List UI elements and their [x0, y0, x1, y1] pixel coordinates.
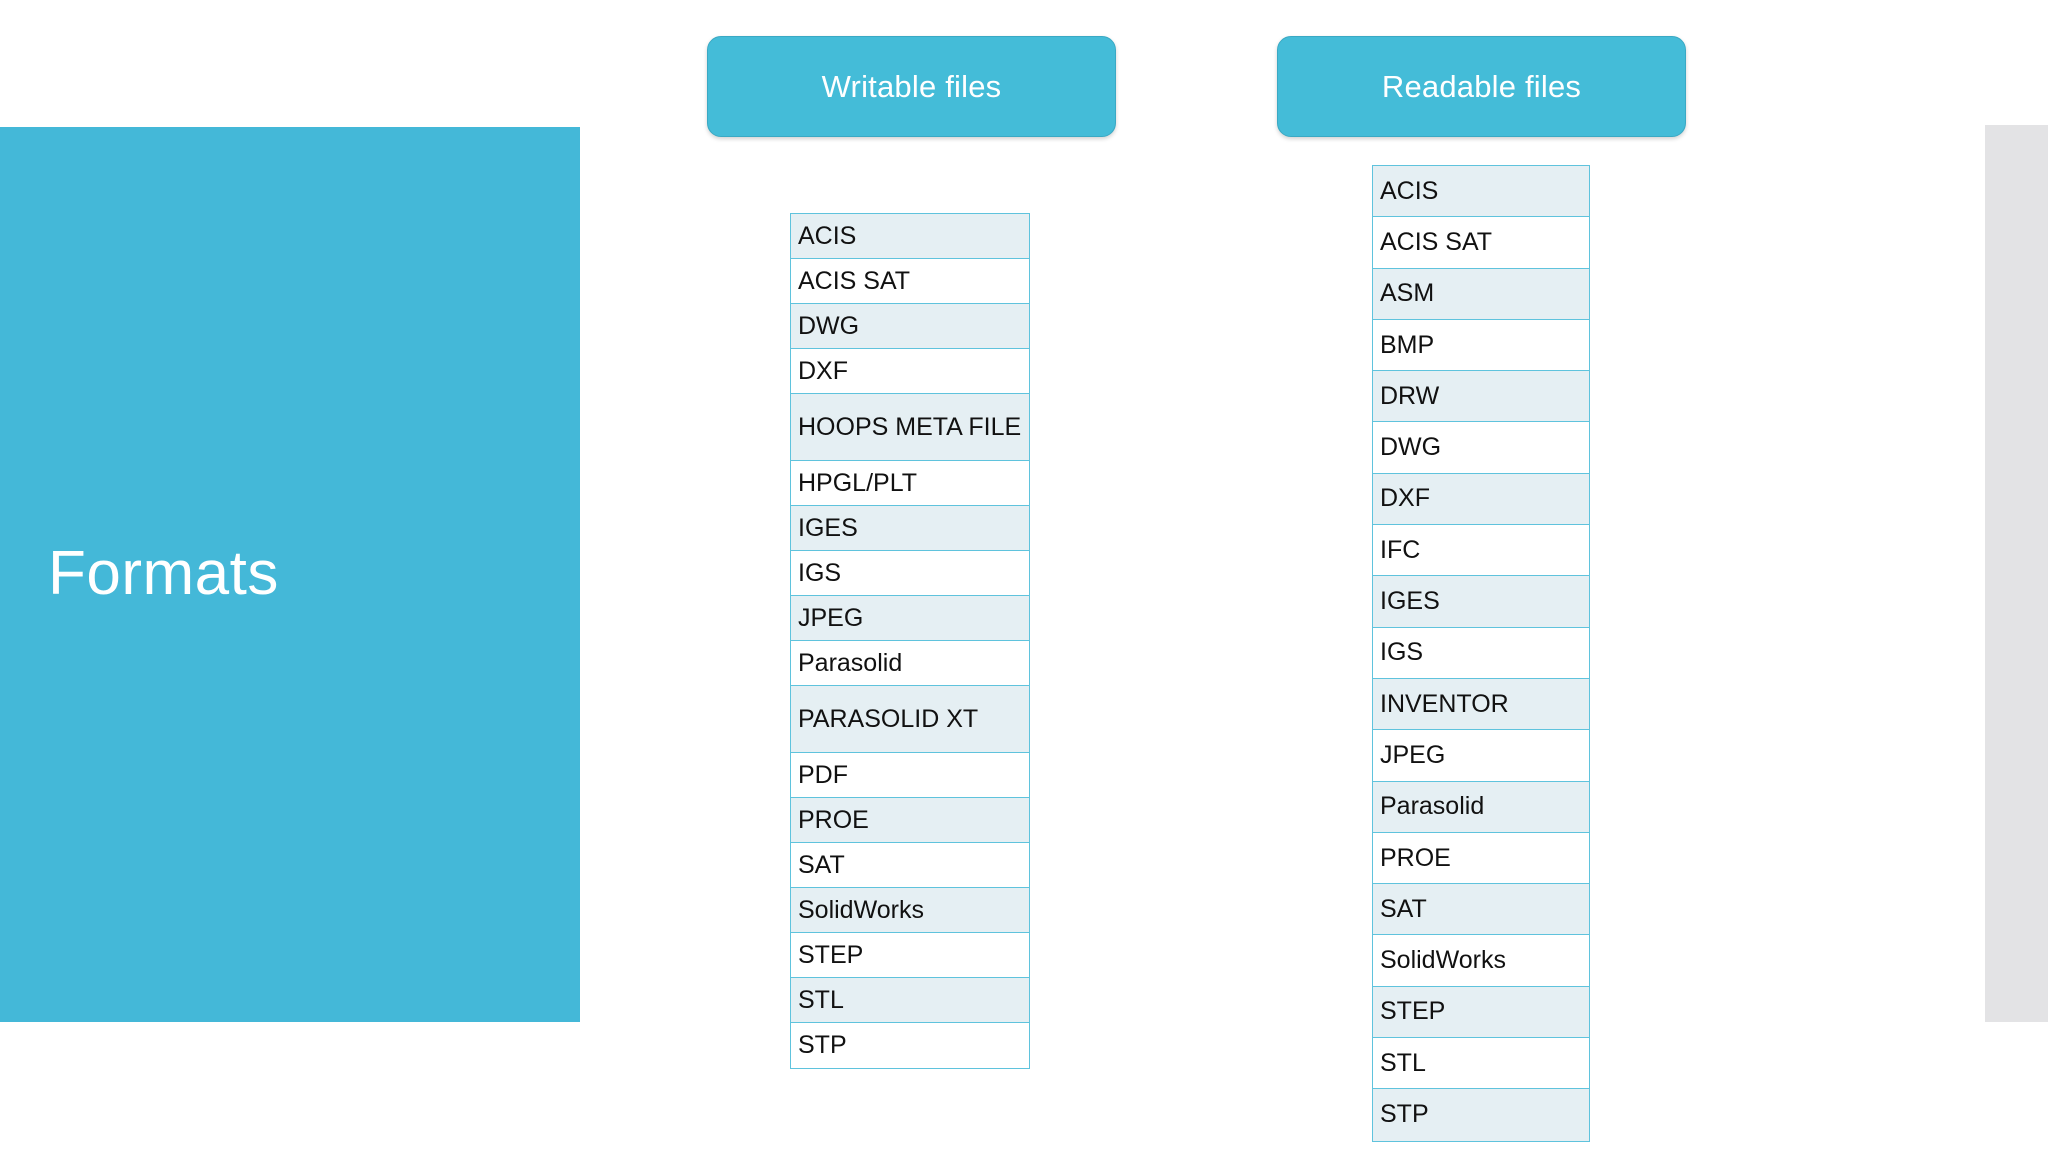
- format-row: DWG: [1373, 422, 1589, 474]
- readable-files-header[interactable]: Readable files: [1277, 36, 1686, 137]
- format-row: PROE: [1373, 832, 1589, 885]
- format-row: PDF: [791, 753, 1029, 798]
- format-row: SAT: [791, 843, 1029, 888]
- format-row-label: STL: [798, 985, 844, 1014]
- format-row-label: Parasolid: [798, 648, 903, 677]
- format-row: Parasolid: [791, 641, 1029, 686]
- format-row: DXF: [1373, 473, 1589, 526]
- format-row-label: SolidWorks: [798, 895, 924, 924]
- format-row-label: IGES: [798, 513, 858, 542]
- format-row: JPEG: [791, 596, 1029, 641]
- right-side-panel: [1985, 125, 2048, 1022]
- format-row: INVENTOR: [1373, 678, 1589, 731]
- format-row-label: PROE: [1380, 843, 1451, 872]
- format-row: STP: [791, 1023, 1029, 1068]
- format-row: IGS: [1373, 627, 1589, 679]
- format-row: STP: [1373, 1089, 1589, 1141]
- format-row: SAT: [1373, 884, 1589, 936]
- title-panel: Formats: [0, 127, 580, 1022]
- format-row-label: ASM: [1380, 279, 1435, 308]
- format-row-label: STEP: [798, 940, 864, 969]
- format-row-label: INVENTOR: [1380, 689, 1509, 718]
- writable-files-header-label: Writable files: [821, 68, 1002, 104]
- format-row-label: IFC: [1380, 535, 1421, 564]
- format-row: STEP: [791, 933, 1029, 978]
- format-row: HOOPS META FILE: [791, 394, 1029, 461]
- format-row: STEP: [1373, 986, 1589, 1039]
- format-row: IFC: [1373, 525, 1589, 577]
- format-row: HPGL/PLT: [791, 461, 1029, 506]
- format-row-label: BMP: [1380, 330, 1435, 359]
- format-row: DWG: [791, 304, 1029, 349]
- readable-formats-list: ACIS ACIS SAT ASM BMP DRW DWG DXF IFC IGES IGS INV…: [1372, 165, 1590, 1142]
- format-row-label: SAT: [798, 850, 845, 879]
- format-row-label: HOOPS META FILE: [798, 412, 1022, 441]
- format-row-label: IGS: [798, 558, 842, 587]
- format-row: JPEG: [1373, 730, 1589, 782]
- format-row: SolidWorks: [1373, 935, 1589, 987]
- format-row-label: PARASOLID XT: [798, 704, 979, 733]
- format-row: ACIS: [791, 214, 1029, 259]
- format-row: ASM: [1373, 268, 1589, 320]
- format-row: ACIS SAT: [1373, 217, 1589, 269]
- format-row-label: Parasolid: [1380, 792, 1485, 821]
- format-row-label: JPEG: [798, 603, 864, 632]
- format-row-label: JPEG: [1380, 740, 1446, 769]
- format-row: DRW: [1373, 371, 1589, 423]
- format-row-label: HPGL/PLT: [798, 468, 918, 497]
- format-row-label: ACIS: [1380, 176, 1439, 205]
- format-row-label: IGS: [1380, 638, 1424, 667]
- format-row-label: DXF: [1380, 484, 1430, 513]
- format-row-label: STEP: [1380, 997, 1446, 1026]
- format-row-label: ACIS SAT: [798, 266, 911, 295]
- format-row: IGS: [791, 551, 1029, 596]
- format-row-label: STP: [1380, 1100, 1429, 1129]
- page-title: Formats: [48, 539, 279, 609]
- format-row: IGES: [1373, 576, 1589, 628]
- format-row-label: ACIS: [798, 221, 857, 250]
- format-row: STL: [791, 978, 1029, 1023]
- format-row-label: DXF: [798, 356, 848, 385]
- format-row: PROE: [791, 798, 1029, 843]
- format-row: Parasolid: [1373, 781, 1589, 833]
- format-row: PARASOLID XT: [791, 686, 1029, 753]
- writable-files-header[interactable]: Writable files: [707, 36, 1116, 137]
- format-row: ACIS SAT: [791, 259, 1029, 304]
- format-row: ACIS: [1373, 166, 1589, 218]
- format-row-label: PROE: [798, 805, 869, 834]
- format-row: DXF: [791, 349, 1029, 394]
- format-row-label: IGES: [1380, 587, 1440, 616]
- format-row-label: DWG: [1380, 433, 1442, 462]
- writable-formats-list: ACIS ACIS SAT DWG DXF HOOPS META FILE HPGL/PL…: [790, 213, 1030, 1069]
- format-row-label: SAT: [1380, 894, 1427, 923]
- format-row-label: DWG: [798, 311, 860, 340]
- format-row: IGES: [791, 506, 1029, 551]
- format-row-label: DRW: [1380, 381, 1440, 410]
- format-row: STL: [1373, 1038, 1589, 1090]
- format-row-label: SolidWorks: [1380, 946, 1506, 975]
- format-row: SolidWorks: [791, 888, 1029, 933]
- readable-files-header-label: Readable files: [1381, 68, 1582, 104]
- format-row: BMP: [1373, 319, 1589, 372]
- format-row-label: PDF: [798, 760, 848, 789]
- format-row-label: ACIS SAT: [1380, 227, 1493, 256]
- format-row-label: STP: [798, 1031, 847, 1059]
- format-row-label: STL: [1380, 1048, 1426, 1077]
